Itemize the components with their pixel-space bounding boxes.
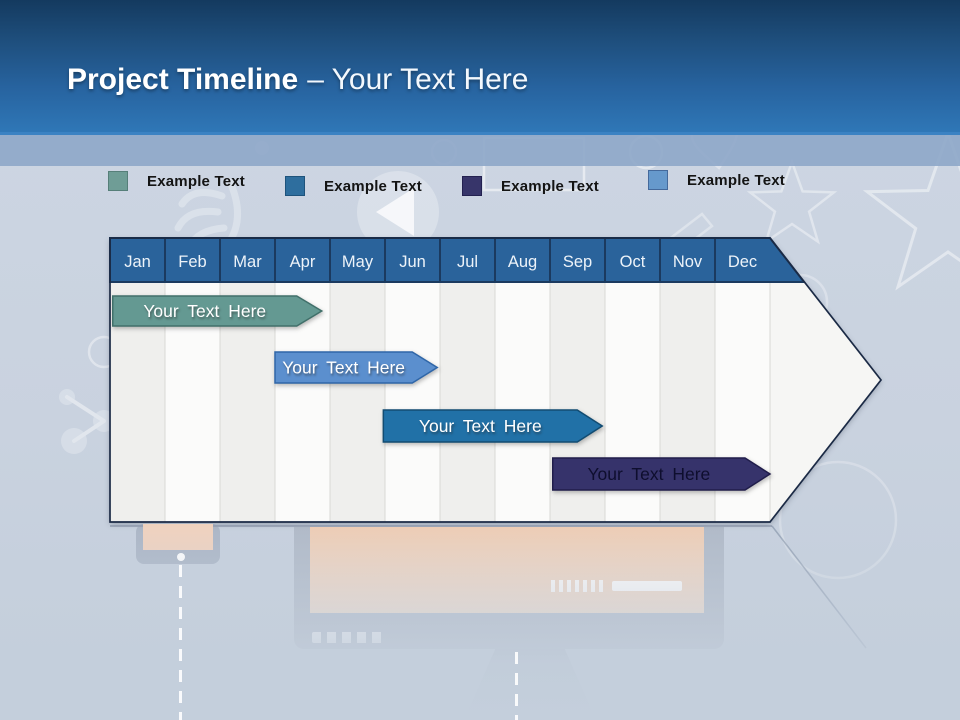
month-label-oct: Oct <box>620 253 646 271</box>
legend-swatch-4 <box>648 170 668 190</box>
page-title-main: Project Timeline <box>67 63 299 96</box>
month-label-apr: Apr <box>290 253 316 271</box>
legend-label-4: Example Text <box>687 171 785 189</box>
legend-swatch-1 <box>108 171 128 191</box>
timeline-bar-4[interactable] <box>552 457 772 491</box>
dashed-connector-line <box>515 652 518 720</box>
reflection-area <box>0 524 960 720</box>
month-label-jun: Jun <box>399 253 426 271</box>
legend-swatch-3 <box>462 176 482 196</box>
month-column-may <box>330 282 385 522</box>
legend-item-4[interactable]: Example Text <box>648 169 785 191</box>
month-label-jul: Jul <box>457 253 478 271</box>
reflection-fade <box>0 524 960 720</box>
month-label-feb: Feb <box>178 253 206 271</box>
legend-item-3[interactable]: Example Text <box>462 175 599 197</box>
legend-label-1: Example Text <box>147 172 245 190</box>
month-label-sep: Sep <box>563 253 592 271</box>
page-title-placeholder: – Your Text Here <box>307 63 529 96</box>
timeline-arrow-outline <box>109 237 883 523</box>
month-column-aug <box>495 282 550 522</box>
legend-label-3: Example Text <box>501 177 599 195</box>
slide-header-banner: Project Timeline– Your Text Here <box>0 0 960 135</box>
month-column-jun <box>385 282 440 522</box>
month-label-jan: Jan <box>124 253 151 271</box>
month-label-dec: Dec <box>728 253 757 271</box>
legend-item-2[interactable]: Example Text <box>285 175 422 197</box>
legend-label-2: Example Text <box>324 177 422 195</box>
legend-swatch-2 <box>285 176 305 196</box>
dashed-connector-line <box>179 565 182 720</box>
timeline-bar-label-4[interactable]: Your Text Here <box>587 464 710 484</box>
month-label-nov: Nov <box>673 253 703 271</box>
month-column-jul <box>440 282 495 522</box>
timeline-bar-3[interactable] <box>382 409 604 443</box>
timeline-bar-label-2[interactable]: Your Text Here <box>282 358 405 378</box>
page-title[interactable]: Project Timeline– Your Text Here <box>67 60 528 100</box>
legend-item-1[interactable]: Example Text <box>108 170 245 192</box>
timeline-bar-1[interactable] <box>112 295 324 327</box>
header-underlay-band <box>0 135 960 166</box>
timeline-bar-label-3[interactable]: Your Text Here <box>419 416 542 436</box>
timeline-bar-2[interactable] <box>274 351 439 384</box>
month-label-may: May <box>342 253 374 271</box>
month-label-mar: Mar <box>233 253 262 271</box>
timeline-bar-label-1[interactable]: Your Text Here <box>143 301 266 321</box>
month-label-aug: Aug <box>508 253 537 271</box>
